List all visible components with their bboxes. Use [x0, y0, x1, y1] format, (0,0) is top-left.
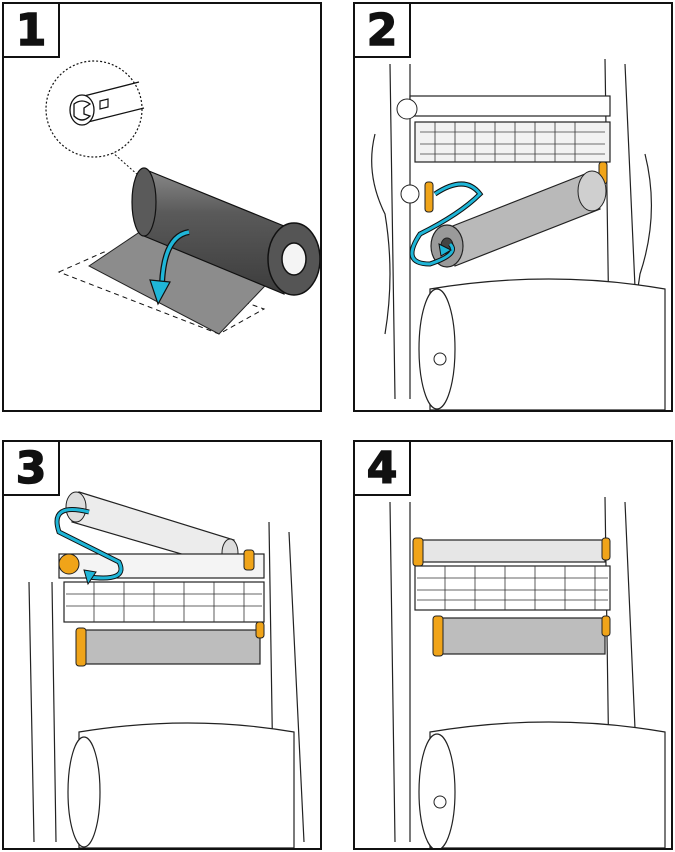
step-2-number: 2 — [355, 4, 411, 58]
printer-open-supply-illustration — [371, 58, 666, 410]
step-4-number: 4 — [355, 442, 411, 496]
step-4-panel: 4 — [353, 440, 673, 850]
step-3-panel: 3 — [2, 440, 322, 850]
printer-loaded-illustration — [389, 496, 666, 848]
ribbon-roll-illustration — [45, 60, 320, 335]
step-1-panel: 1 — [2, 2, 322, 412]
core-notch-icon — [69, 81, 145, 126]
printer-take-up-core-illustration — [28, 491, 305, 848]
step-3-number: 3 — [4, 442, 60, 496]
step-1-number: 1 — [4, 4, 60, 58]
step-2-panel: 2 — [353, 2, 673, 412]
